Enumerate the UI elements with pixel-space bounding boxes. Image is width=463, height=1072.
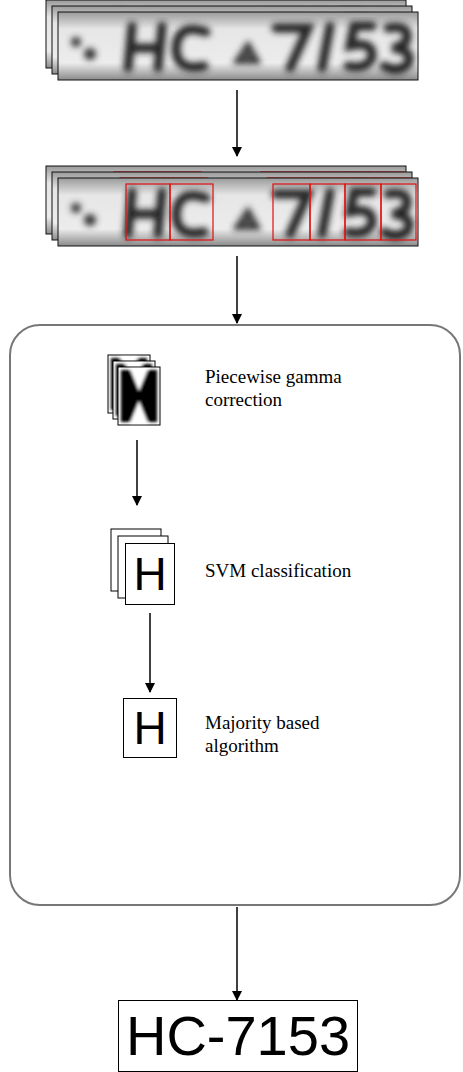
flow-arrow <box>136 440 138 505</box>
result-card: H <box>123 698 177 758</box>
step-label: Majority based algorithm <box>205 712 355 758</box>
flow-arrow <box>149 613 151 692</box>
box-text: H <box>133 705 166 751</box>
segmented-plates <box>46 166 418 246</box>
card-stack <box>111 529 168 598</box>
class-card: H <box>125 543 175 605</box>
input-plates <box>46 0 418 80</box>
gamma-images <box>108 355 160 425</box>
step-label: Piecewise gamma correction <box>205 366 355 412</box>
process-container <box>10 325 460 905</box>
step-label: SVM classification <box>205 560 435 583</box>
box-text: H <box>133 551 166 597</box>
flow-arrow <box>236 256 238 323</box>
output-box: HC-7153 <box>118 1000 358 1072</box>
box-text: HC-7153 <box>126 1008 350 1064</box>
flow-arrow <box>236 907 238 1000</box>
flow-arrow <box>236 90 238 156</box>
